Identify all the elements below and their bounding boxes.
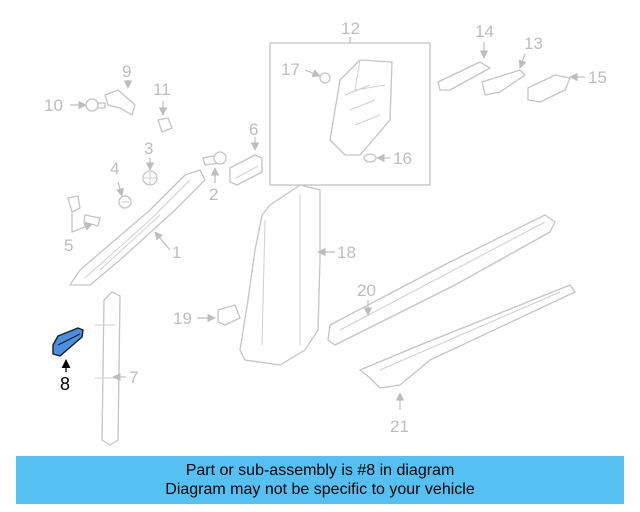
svg-text:18: 18	[337, 243, 356, 262]
part-21-lower-sill-bracket	[359, 284, 576, 389]
callout-13: 13	[518, 34, 543, 69]
part-18-b-pillar-lower-trim	[239, 184, 321, 366]
banner-line-part-number: Part or sub-assembly is #8 in diagram	[185, 462, 455, 479]
svg-text:20: 20	[357, 281, 376, 300]
callout-10: 10	[44, 96, 87, 115]
svg-text:19: 19	[173, 309, 192, 328]
svg-text:6: 6	[249, 120, 258, 139]
callout-8: 8	[60, 359, 71, 394]
part-2-screw	[202, 151, 227, 166]
svg-text:1: 1	[172, 243, 181, 262]
part-4-clip	[118, 195, 132, 209]
part-3-clip	[142, 170, 158, 186]
callout-16: 16	[376, 149, 412, 168]
part-16-clip	[363, 153, 377, 163]
svg-text:11: 11	[153, 80, 171, 99]
svg-text:21: 21	[390, 417, 409, 436]
svg-text:15: 15	[588, 68, 607, 87]
svg-text:5: 5	[64, 236, 73, 255]
svg-text:9: 9	[122, 62, 131, 81]
callout-5: 5	[64, 213, 93, 255]
part-1-a-pillar-trim	[69, 169, 206, 286]
part-17-screw	[319, 72, 331, 84]
callout-7: 7	[112, 368, 138, 387]
callout-21: 21	[390, 392, 409, 436]
callout-2: 2	[209, 167, 220, 204]
part-15-bracket	[527, 74, 571, 103]
callout-14: 14	[475, 22, 494, 59]
svg-text:10: 10	[44, 96, 63, 115]
callout-1: 1	[154, 231, 181, 262]
svg-text:16: 16	[393, 149, 412, 168]
svg-text:14: 14	[475, 22, 494, 41]
part-12-b-pillar-upper-trim	[329, 59, 393, 156]
callout-12: 12	[341, 19, 360, 43]
callout-9: 9	[122, 62, 133, 89]
banner-line-disclaimer: Diagram may not be specific to your vehi…	[165, 481, 475, 498]
part-19-bracket	[217, 304, 241, 326]
part-13-clip-bracket	[481, 69, 526, 96]
callout-19: 19	[173, 309, 216, 328]
part-20-sill-plate	[327, 214, 556, 346]
part-5-clips	[67, 195, 101, 227]
svg-text:4: 4	[110, 159, 119, 178]
part-6-bracket	[229, 154, 263, 186]
svg-text:17: 17	[281, 60, 300, 79]
parts-diagram: 1 2 3 4 5 6 7 8 9 10 11 12	[44, 19, 607, 446]
svg-text:12: 12	[341, 19, 360, 38]
part-9-bracket	[104, 89, 136, 116]
callout-6: 6	[249, 120, 260, 151]
callout-3: 3	[144, 139, 155, 171]
callout-4: 4	[110, 159, 124, 197]
callout-18: 18	[317, 243, 356, 262]
part-14-bracket	[437, 61, 491, 91]
svg-text:2: 2	[209, 185, 218, 204]
part-11-clip	[157, 117, 173, 133]
callout-17: 17	[281, 60, 321, 79]
callout-11: 11	[153, 80, 171, 116]
part-8-highlighted-trim-piece	[52, 327, 84, 357]
info-banner: Part or sub-assembly is #8 in diagram Di…	[16, 456, 624, 504]
svg-text:7: 7	[129, 368, 138, 387]
callout-15: 15	[569, 68, 607, 87]
callout-20: 20	[357, 281, 376, 316]
svg-text:13: 13	[524, 34, 543, 53]
part-7-strip	[95, 291, 121, 446]
part-10-bolt	[85, 98, 106, 112]
callout-8-label: 8	[60, 374, 70, 394]
svg-text:3: 3	[144, 139, 153, 158]
